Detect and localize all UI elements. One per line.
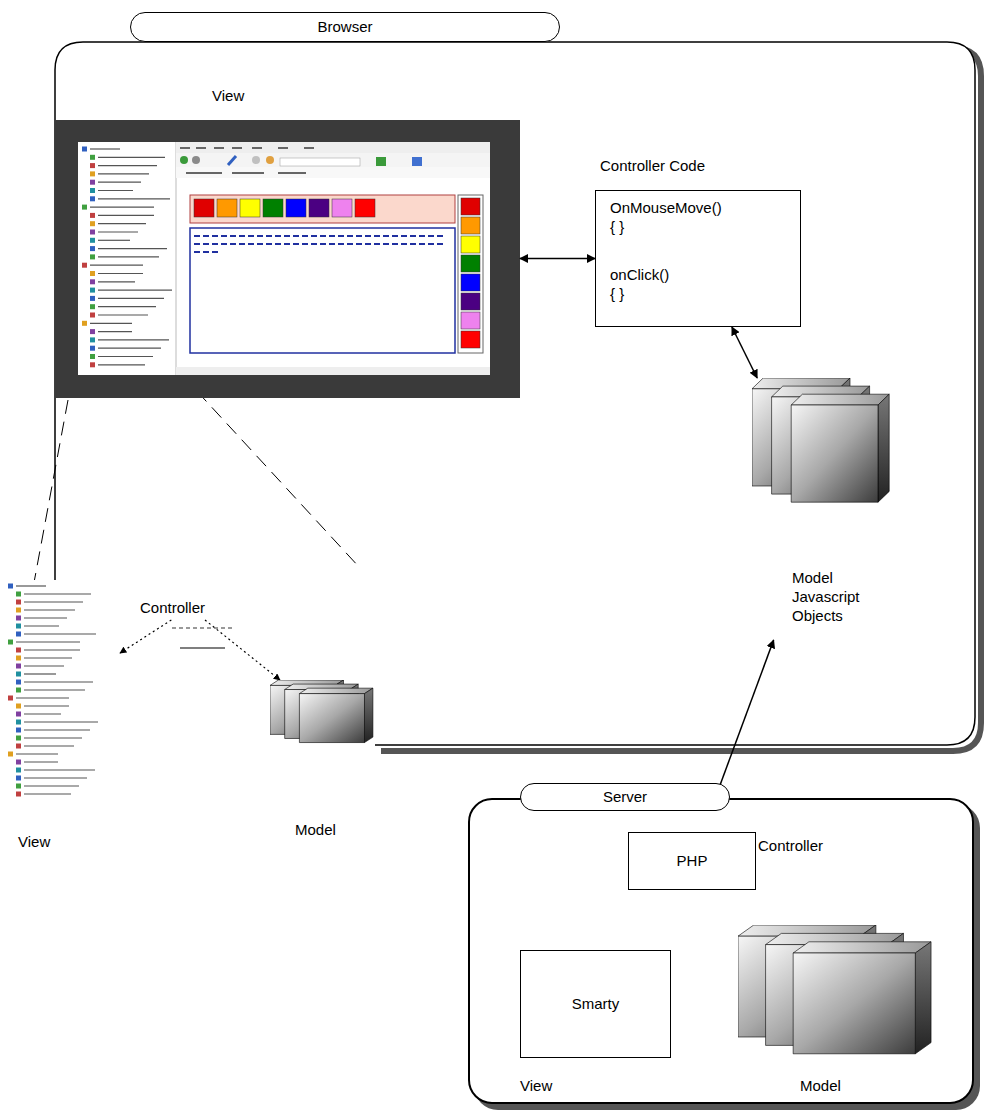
view-screen: View [55, 120, 520, 398]
screenshot [78, 142, 490, 375]
dotted-arrow [205, 620, 280, 680]
model-label: Model Javascript Objects [792, 568, 860, 625]
cube-stack [270, 680, 375, 748]
zoom-rule [180, 647, 225, 648]
view-label: View [212, 86, 292, 105]
zoom-controller: Controller [140, 596, 240, 620]
region-tab: Server [520, 783, 730, 811]
code-text: OnMouseMove(){ } [610, 198, 722, 236]
model-store: Model [738, 925, 935, 1065]
dotted-arrow [120, 620, 171, 653]
zoom-leader [182, 375, 360, 568]
model-objects: Model Javascript Objects [752, 378, 892, 640]
browser-region: BrowserViewController CodeOnMouseMove(){… [55, 42, 975, 745]
role-label: View [520, 1076, 580, 1095]
server-region: ServerPHPControllerSmartyViewModel [468, 798, 974, 1104]
zoom-screenshot [5, 580, 120, 800]
text-area [190, 228, 455, 353]
role-label: Model [800, 1076, 870, 1095]
view-frame [55, 120, 520, 398]
cube-stack [738, 925, 935, 1065]
arrow-connector [520, 258, 595, 260]
box-label: Smarty [520, 994, 671, 1013]
role-label: Model [295, 820, 375, 839]
zoom-scribble [172, 627, 232, 629]
region-outline [55, 42, 975, 745]
code-text: onClick(){ } [610, 265, 669, 303]
region-tab: Browser [130, 12, 560, 42]
role-label: Controller [140, 598, 240, 617]
arrow-connector [732, 327, 757, 378]
php-box: PHPController [628, 832, 756, 890]
box-label: PHP [628, 851, 756, 870]
palette-bar [190, 195, 455, 223]
controller-box: Controller CodeOnMouseMove(){ }onClick()… [595, 190, 801, 327]
zoom-view: View [5, 580, 120, 800]
role-label: View [18, 832, 78, 851]
smarty-box: SmartyView [520, 950, 671, 1058]
box-heading: Controller Code [600, 156, 806, 175]
palette-column [458, 195, 483, 353]
zoom-model: Model [270, 680, 375, 748]
cube-stack [752, 378, 892, 513]
role-label: Controller [758, 836, 858, 855]
